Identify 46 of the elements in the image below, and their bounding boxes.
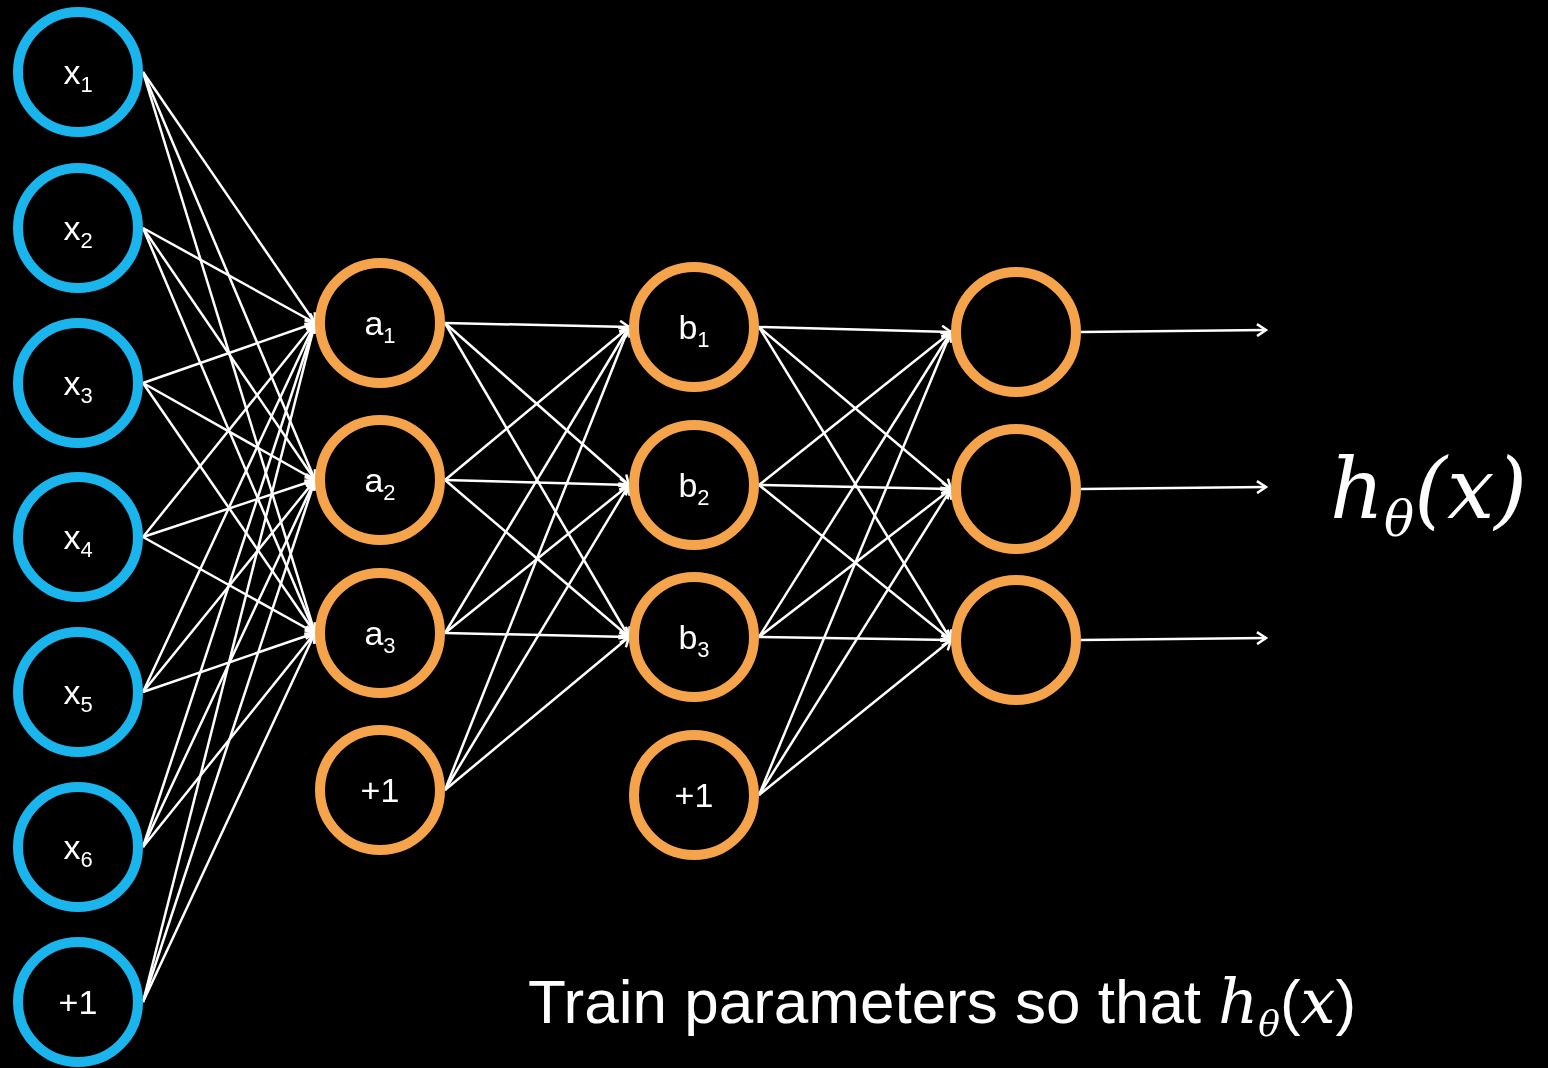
input-neuron-circle bbox=[13, 782, 143, 912]
arrow bbox=[142, 381, 317, 483]
arrow bbox=[1081, 479, 1268, 495]
neuron-circle bbox=[629, 262, 759, 392]
neuron-circle bbox=[951, 575, 1081, 705]
neuron-circle bbox=[315, 258, 445, 388]
input-neuron-circle bbox=[13, 7, 143, 137]
neuron-circle bbox=[315, 415, 445, 545]
arrow bbox=[142, 478, 317, 693]
arrow bbox=[758, 638, 953, 796]
neuron-label: b$_{1}$ bbox=[678, 307, 710, 347]
arrow bbox=[1081, 322, 1268, 338]
arrow bbox=[757, 487, 953, 796]
training-note: Train parameters so that h$_{θ}$(x) bbox=[528, 965, 1357, 1038]
output-formula: h$_{θ}$(x) bbox=[1330, 440, 1528, 538]
neuron-circle bbox=[629, 730, 759, 860]
neuron-label: b$_{2}$ bbox=[678, 465, 710, 505]
input-neuron-circle bbox=[13, 937, 143, 1067]
neuron-label: b$_{3}$ bbox=[678, 617, 710, 657]
neuron-circle bbox=[315, 568, 445, 698]
neuron-circle bbox=[951, 424, 1081, 554]
input-neuron-circle bbox=[13, 627, 143, 757]
neuron-circle bbox=[629, 420, 759, 550]
neuron-label: a$_{3}$ bbox=[364, 613, 396, 653]
neuron-label: a$_{2}$ bbox=[364, 460, 396, 500]
arrow bbox=[142, 631, 317, 848]
arrow bbox=[444, 635, 631, 791]
neuron-label: +1 bbox=[360, 770, 400, 810]
input-neuron-circle bbox=[13, 163, 143, 293]
neuron-circle bbox=[629, 572, 759, 702]
arrow bbox=[443, 483, 631, 791]
neuron-label: x$_{1}$ bbox=[63, 52, 93, 92]
input-neuron-circle bbox=[13, 472, 143, 602]
arrow bbox=[1081, 630, 1268, 646]
arrow bbox=[142, 226, 317, 326]
neuron-label: +1 bbox=[674, 775, 714, 815]
neuron-label: x$_{6}$ bbox=[63, 827, 93, 867]
neuron-label: x$_{5}$ bbox=[63, 672, 93, 712]
neuron-circle bbox=[951, 267, 1081, 397]
neuron-label: x$_{3}$ bbox=[63, 363, 93, 403]
neuron-label: x$_{2}$ bbox=[63, 208, 93, 248]
neuron-label: +1 bbox=[58, 982, 98, 1022]
input-neuron-circle bbox=[13, 318, 143, 448]
neuron-label: x$_{4}$ bbox=[63, 517, 93, 557]
neuron-circle bbox=[315, 725, 445, 855]
neuron-label: a$_{1}$ bbox=[364, 303, 396, 343]
